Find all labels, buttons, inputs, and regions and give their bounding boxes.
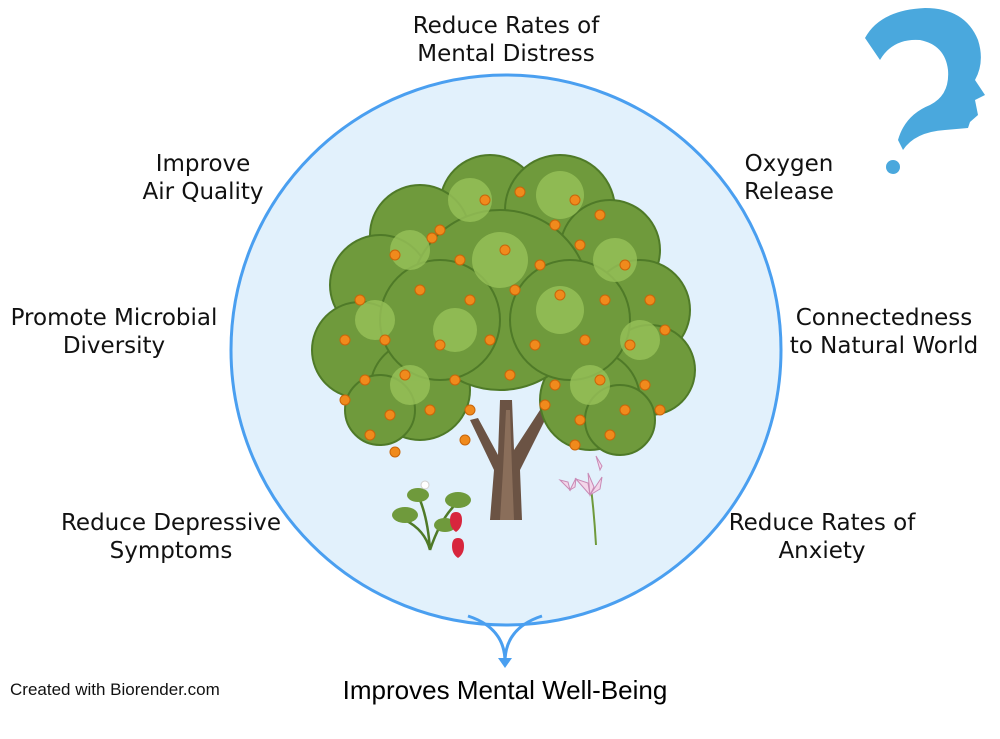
- benefit-line: Promote Microbial: [10, 305, 218, 331]
- down-arrow-icon: [467, 614, 543, 668]
- benefit-label-air-quality: Improve Air Quality: [142, 150, 263, 206]
- benefit-line: Diversity: [62, 333, 166, 359]
- benefit-line: Improve: [155, 151, 251, 177]
- benefit-label-oxygen: Oxygen Release: [744, 150, 834, 206]
- benefit-line: Symptoms: [109, 538, 233, 564]
- benefit-line: Anxiety: [778, 538, 866, 564]
- benefit-label-connectedness: Connectedness to Natural World: [790, 304, 978, 360]
- benefit-label-microbial: Promote Microbial Diversity: [11, 304, 218, 360]
- conclusion-text: Improves Mental Well-Being: [342, 675, 668, 705]
- benefit-line: to Natural World: [789, 333, 979, 359]
- benefit-line: Release: [744, 179, 834, 205]
- benefit-line: Reduce Rates of: [412, 13, 600, 39]
- benefit-line: Connectedness: [795, 305, 973, 331]
- lily-flower-icon: [558, 455, 603, 546]
- benefit-line: Mental Distress: [417, 41, 595, 67]
- benefit-label-anxiety: Reduce Rates of Anxiety: [729, 509, 916, 565]
- strawberry-plant-icon: [392, 480, 471, 558]
- head-question-mark-icon: [865, 8, 985, 174]
- benefit-label-mental-distress: Reduce Rates of Mental Distress: [413, 12, 600, 68]
- tree-illustration: [311, 154, 696, 558]
- benefit-line: Air Quality: [142, 179, 264, 205]
- benefit-label-depressive: Reduce Depressive Symptoms: [61, 509, 281, 565]
- credit-text: Created with Biorender.com: [10, 680, 220, 699]
- benefit-line: Reduce Depressive: [60, 510, 282, 536]
- benefit-line: Oxygen: [744, 151, 834, 177]
- benefit-line: Reduce Rates of: [728, 510, 916, 536]
